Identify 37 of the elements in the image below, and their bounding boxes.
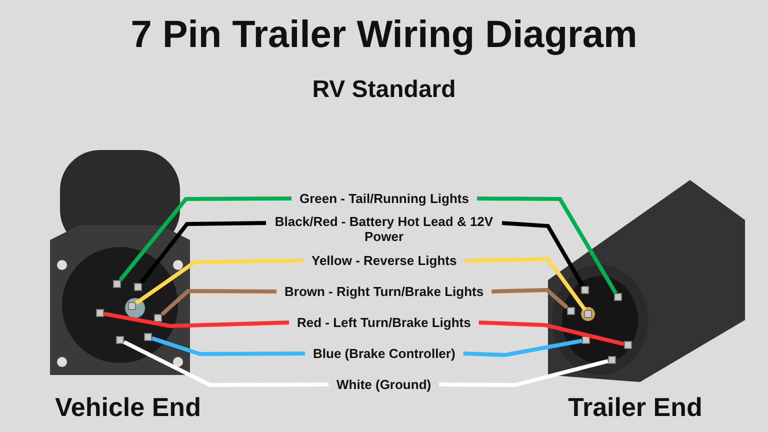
- wire-leader-line: [439, 359, 608, 387]
- wire-leader-line: [134, 258, 304, 305]
- connector-pin: [614, 293, 622, 301]
- wire-leader-line: [478, 320, 624, 346]
- wire-leader-line: [118, 196, 292, 282]
- wire-label: Red - Left Turn/Brake Lights: [297, 315, 471, 330]
- wire-leader-line: [464, 256, 587, 312]
- connector-pin: [154, 314, 162, 322]
- wire-label: Black/Red - Battery Hot Lead & 12V Power: [274, 214, 494, 244]
- connector-caption: Vehicle End: [55, 392, 201, 423]
- connector-pin: [96, 309, 104, 317]
- connector-pin: [113, 280, 121, 288]
- connector-pin: [134, 283, 142, 291]
- wire-label: Yellow - Reverse Lights: [312, 253, 457, 268]
- wire-leader-line: [123, 340, 328, 387]
- diagram-title: 7 Pin Trailer Wiring Diagram: [130, 14, 638, 57]
- wire-leader-line: [476, 196, 618, 294]
- connector-caption: Trailer End: [568, 392, 702, 423]
- wire-leader-line: [160, 289, 277, 316]
- connector-pin: [116, 336, 124, 344]
- wire-label: Green - Tail/Running Lights: [300, 191, 469, 206]
- wire-label: Brown - Right Turn/Brake Lights: [284, 284, 484, 299]
- wire-leader-line: [140, 221, 266, 284]
- connector-pin: [567, 307, 575, 315]
- connector-pin: [608, 356, 616, 364]
- wire-leader-line: [492, 288, 568, 309]
- wire-label: Blue (Brake Controller): [313, 346, 456, 361]
- connector-pin: [128, 302, 136, 310]
- connector-pin: [581, 286, 589, 294]
- wire-leader-line: [463, 338, 582, 357]
- connector-pin: [144, 333, 152, 341]
- connector-pin: [624, 341, 632, 349]
- wire-leader-line: [151, 336, 306, 356]
- wire-leader-line: [502, 221, 584, 287]
- wire-label: White (Ground): [336, 377, 432, 392]
- subtitle: RV Standard: [311, 76, 457, 104]
- connector-pin: [584, 310, 592, 318]
